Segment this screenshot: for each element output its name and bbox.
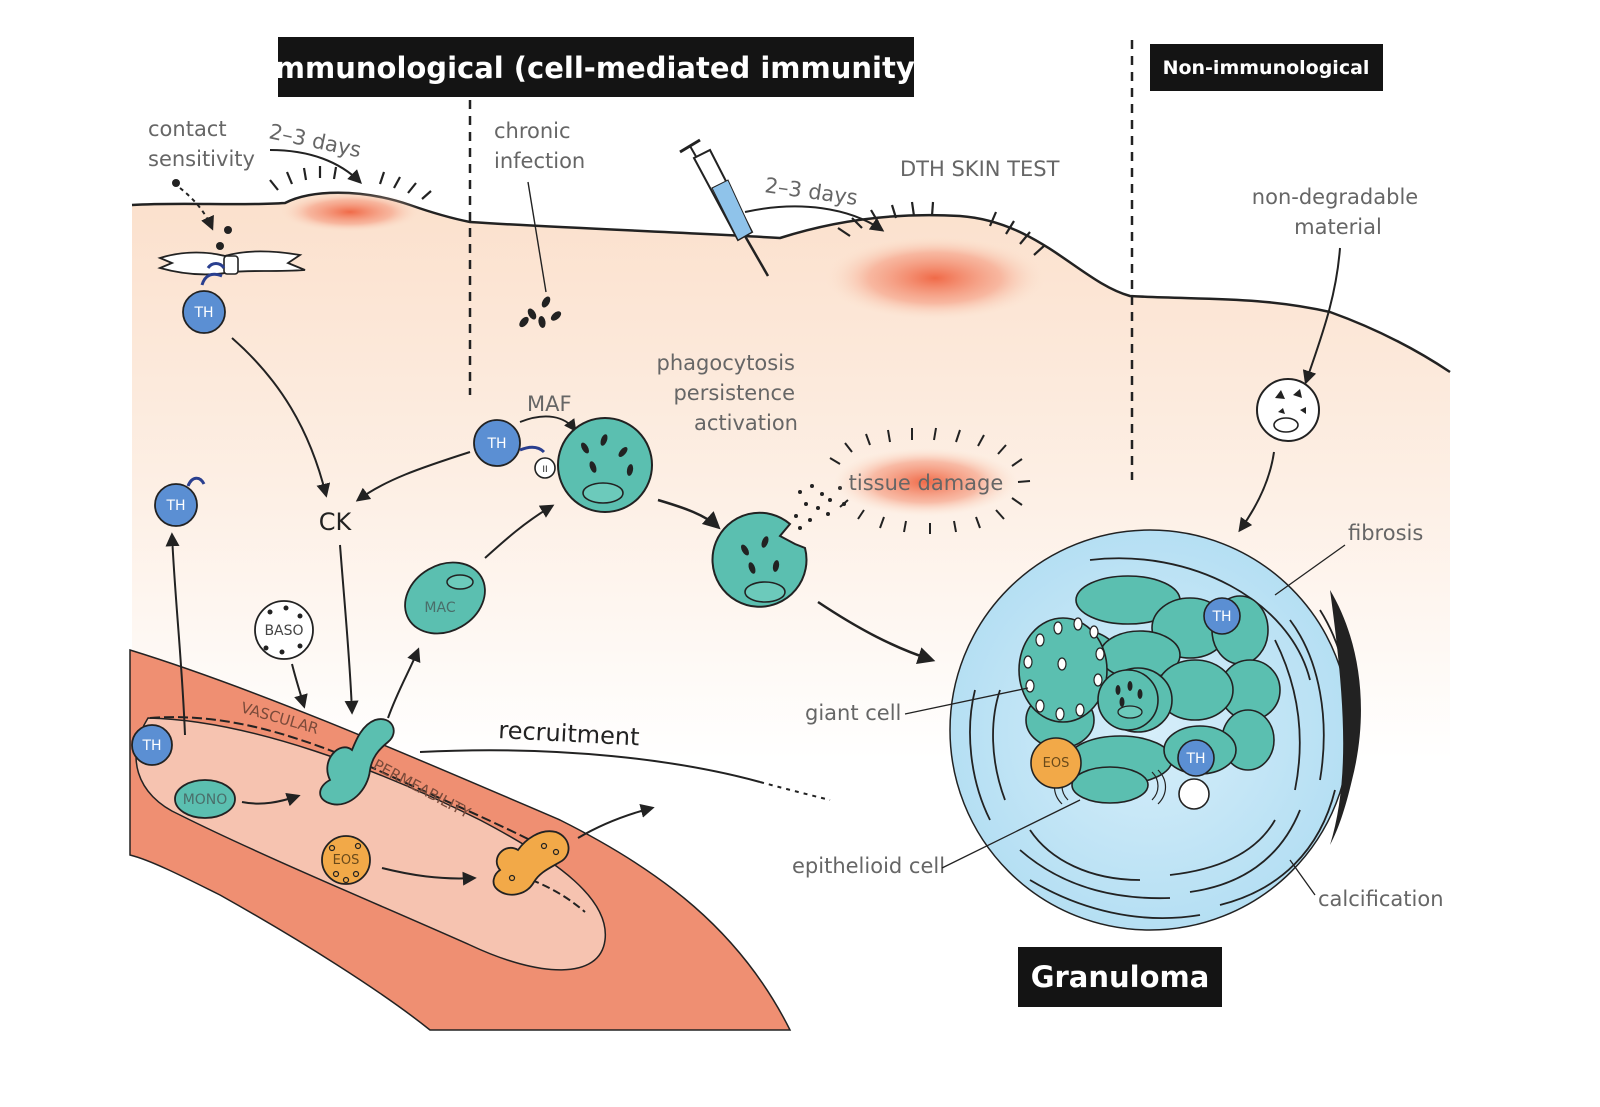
tcr-receptor xyxy=(200,262,226,286)
macrophage-to-granuloma-arrow xyxy=(817,600,936,665)
mac-to-activated-arrow xyxy=(484,504,555,559)
non-degradable-label-1: non-degradable xyxy=(1252,185,1418,209)
epithelioid-pointer xyxy=(941,799,1081,869)
skin-surface-line xyxy=(131,191,1451,374)
activation-label: activation xyxy=(694,411,798,435)
dth-skin-test-inflammation xyxy=(825,236,1045,320)
macrophage: MAC xyxy=(404,561,486,635)
eos-exit-arrow xyxy=(577,804,655,839)
epithelioid-label: epithelioid cell xyxy=(792,854,945,878)
non-degradable-arrow xyxy=(1302,247,1341,385)
tcr-receptor xyxy=(519,445,546,454)
dth-skin-test-label: DTH SKIN TEST xyxy=(900,157,1060,181)
immunological-title: Immunological (cell-mediated immunity) xyxy=(264,51,928,85)
syringe-icon xyxy=(679,138,770,277)
vessel-to-mac-arrow xyxy=(387,647,421,719)
contact-days-arrow xyxy=(269,149,362,184)
calcification-pointer xyxy=(1289,859,1316,896)
eosinophil: EOS xyxy=(1030,737,1082,789)
basophil: BASO xyxy=(254,600,314,660)
contact-sensitivity-label-2: sensitivity xyxy=(148,147,255,171)
calcification-label: calcification xyxy=(1318,887,1444,911)
recruitment-line xyxy=(419,749,761,783)
transmigrating-eosinophil xyxy=(492,830,570,896)
contact-reaction-rays xyxy=(269,166,432,200)
particle-to-granuloma-arrow xyxy=(1238,451,1275,533)
bacteria-cluster xyxy=(519,296,562,328)
monocyte: MONO xyxy=(174,779,236,819)
chronic-pointer-line xyxy=(527,181,547,293)
fibrosis-label: fibrosis xyxy=(1348,521,1423,545)
non-degradable-label-2: material xyxy=(1294,215,1382,239)
contact-sensitivity-label-1: contact xyxy=(148,117,227,141)
tcr-receptor xyxy=(186,476,206,487)
svg-text:TH: TH xyxy=(1211,609,1231,625)
svg-text:EOS: EOS xyxy=(333,853,360,868)
monocyte-arrow xyxy=(241,792,301,807)
chronic-infection-label-2: infection xyxy=(494,149,585,173)
granuloma-title: Granuloma xyxy=(1031,960,1210,994)
mhc-ii-marker xyxy=(223,255,239,275)
phagocytosis-label: phagocytosis xyxy=(657,351,795,375)
th-cell: TH xyxy=(154,483,198,527)
eos-arrow xyxy=(381,867,477,886)
fibrosis-pointer xyxy=(1274,544,1346,596)
tissue-damage-area xyxy=(834,448,1018,516)
antigen-dot xyxy=(216,242,224,250)
svg-text:EOS: EOS xyxy=(1043,756,1070,771)
maf-arrow xyxy=(519,415,577,433)
contact-sensitivity-inflammation xyxy=(280,192,420,232)
dth-days-arrow xyxy=(744,205,885,232)
vessel-lumen xyxy=(135,717,606,971)
tissue-damage-label: tissue damage xyxy=(849,471,1004,495)
svg-text:TH: TH xyxy=(486,436,506,452)
antigen-arrow xyxy=(179,187,214,231)
svg-text:MAC: MAC xyxy=(424,600,455,616)
particle-laden-cell xyxy=(1256,378,1320,442)
phagocytic-macrophage xyxy=(711,511,808,608)
giant-cell-pointer xyxy=(904,687,1029,715)
granuloma-banner xyxy=(1018,947,1222,1007)
activated-macrophage xyxy=(557,417,653,513)
th-cell: TH xyxy=(1177,739,1215,777)
svg-text:TH: TH xyxy=(141,738,161,754)
persistence-label: persistence xyxy=(673,381,795,405)
mhc-ii-marker: II xyxy=(534,457,556,479)
svg-text:TH: TH xyxy=(1185,751,1205,767)
immunological-banner xyxy=(278,37,914,97)
th-to-ck-arrow xyxy=(355,451,471,502)
baso-arrow xyxy=(291,663,308,709)
th-exit-arrow xyxy=(165,532,186,736)
svg-text:II: II xyxy=(542,465,547,475)
antigen-dot xyxy=(224,226,232,234)
th-cell: TH xyxy=(473,419,521,467)
days-label-right: 2–3 days xyxy=(763,173,859,210)
transmigrating-monocyte xyxy=(319,718,395,806)
non-immunological-banner xyxy=(1150,44,1383,91)
recruitment-line-dashed xyxy=(759,781,831,801)
maf-label: MAF xyxy=(527,392,572,416)
th-cell: TH xyxy=(1203,597,1241,635)
ck-to-vessel-arrow xyxy=(339,544,359,715)
ck-label: CK xyxy=(319,508,353,536)
th-to-ck-arrow xyxy=(231,337,331,498)
non-immunological-title: Non-immunological xyxy=(1163,57,1370,79)
eosinophil: EOS xyxy=(321,835,371,885)
svg-text:MONO: MONO xyxy=(183,792,228,808)
antigen-dot xyxy=(172,179,180,187)
svg-text:TH: TH xyxy=(193,305,213,321)
svg-text:BASO: BASO xyxy=(264,623,303,639)
svg-text:TH: TH xyxy=(165,498,185,514)
giant-cell-label: giant cell xyxy=(805,701,901,725)
tissue-damage-rays xyxy=(829,427,1031,534)
th-cell: TH xyxy=(131,724,173,766)
activation-arrow xyxy=(657,498,721,530)
chronic-infection-label-1: chronic xyxy=(494,119,571,143)
th-cell: TH xyxy=(182,290,226,334)
